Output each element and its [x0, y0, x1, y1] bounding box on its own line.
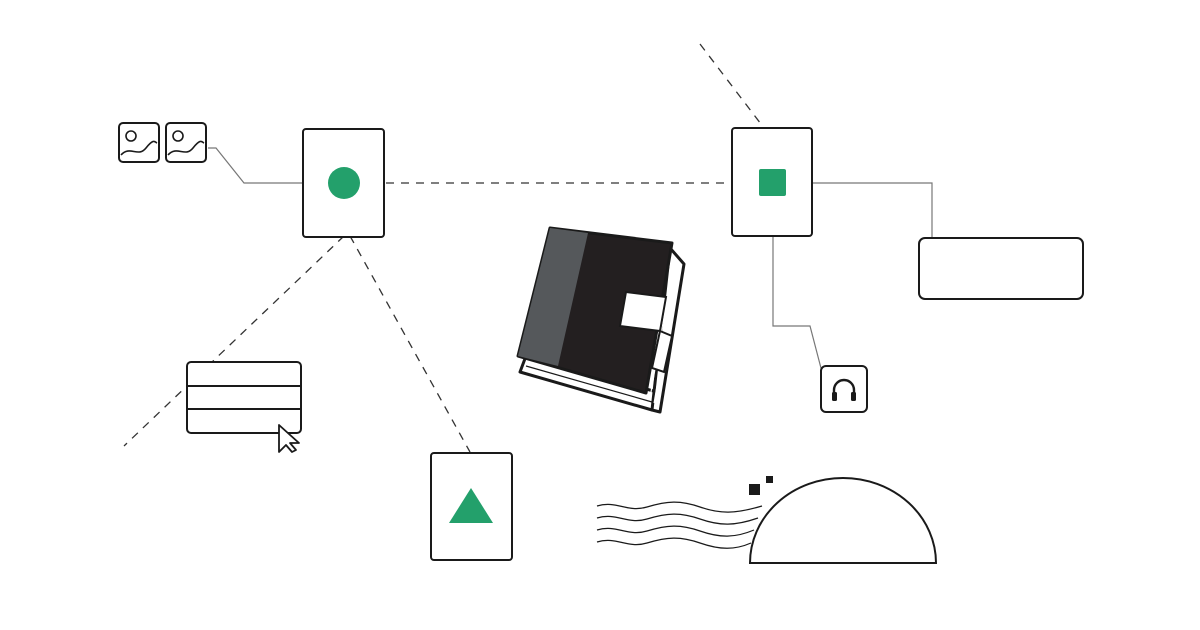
book-icon [516, 226, 686, 414]
central-book [516, 226, 686, 414]
square-particle [749, 484, 760, 495]
card-circle [302, 128, 385, 238]
dome-icon [748, 477, 938, 564]
empty-panel [918, 237, 1084, 300]
cursor-arrow-icon [278, 424, 300, 453]
connector-square-to-panel [812, 182, 933, 238]
wave-lines [596, 501, 763, 549]
connector-circle-to-triangle [349, 235, 471, 453]
audio-tile [820, 365, 868, 413]
headphones-icon [832, 378, 856, 401]
image-thumbnails [118, 122, 207, 163]
green-triangle-icon [449, 488, 493, 523]
connector-square-to-audio [772, 236, 823, 373]
solid-connectors [208, 147, 933, 373]
card-square [731, 127, 813, 237]
dome-hill [596, 476, 938, 564]
connector-circle-to-left [123, 235, 345, 447]
dashed-connectors [123, 43, 765, 453]
green-circle-icon [328, 167, 360, 199]
green-square-icon [759, 169, 786, 196]
connector-square-to-top [699, 43, 765, 129]
image-icon [165, 122, 207, 163]
card-triangle [430, 452, 513, 561]
square-particle [766, 476, 773, 483]
connector-images-to-circle [208, 147, 303, 184]
image-icon [118, 122, 160, 163]
text-list [186, 361, 302, 453]
